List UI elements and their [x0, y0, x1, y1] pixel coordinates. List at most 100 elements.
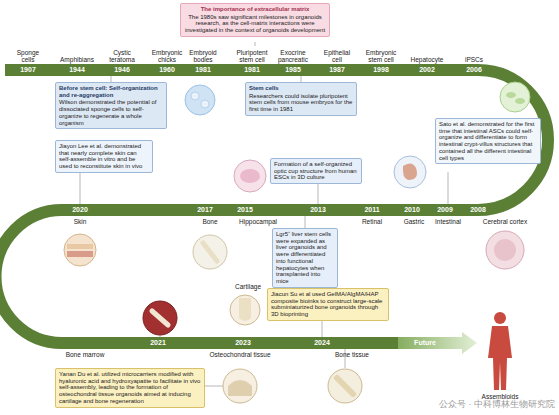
milestone-label: Embryonic chicks — [149, 49, 185, 63]
bone-symbol — [152, 311, 168, 325]
box-heading: Stem cells — [249, 85, 353, 92]
year-label: 2009 — [433, 205, 457, 215]
milestone-label: Retinal — [357, 218, 387, 225]
joint-symbol — [228, 380, 252, 396]
watermark: 公众号 · 中科博林生物研究院 — [385, 400, 555, 410]
year-label: 2023 — [231, 338, 255, 348]
organoid-symbol — [494, 239, 516, 261]
cortex-illustration — [486, 231, 524, 269]
year-label: 2006 — [462, 65, 486, 75]
milestone-label: Hippocampal — [238, 218, 278, 225]
gastric-illustration — [394, 156, 426, 188]
cartilage-illustration — [230, 295, 260, 325]
year-label: 2002 — [415, 65, 439, 75]
stomach-symbol — [403, 163, 417, 180]
skin-layer — [67, 244, 93, 249]
box-text: Sato et al. demonstrated for the first t… — [439, 121, 537, 161]
milestone-label: Bone tissue — [327, 351, 377, 358]
box-text: Researchers could isolate pluripotent st… — [249, 93, 353, 113]
milestone-label: Hepatocyte — [407, 56, 447, 63]
embryoid-illustration — [185, 85, 215, 115]
note-box: Sato et al. demonstrated for the first t… — [435, 118, 541, 164]
milestone-label: Sponge cells — [14, 49, 42, 63]
note-box: The importance of extracellular matrixTh… — [180, 3, 330, 37]
bone-symbol — [239, 298, 251, 321]
box-text: Lgr5⁺ liver stem cells were expanded as … — [276, 231, 334, 285]
year-label: 2008 — [466, 205, 490, 215]
note-box: Yanan Du et al. utilized microcarriers m… — [55, 368, 205, 408]
year-label: 1960 — [155, 65, 179, 75]
year-label: 2011 — [360, 205, 384, 215]
year-label: 2024 — [310, 338, 334, 348]
milestone-label: Cystic teratoma — [105, 49, 139, 63]
year-label: 2010 — [400, 205, 424, 215]
milestone-label: Exocrine pancreatic — [274, 49, 312, 63]
cell-symbol — [201, 100, 209, 108]
note-box: Stem cellsResearchers could isolate plur… — [245, 82, 357, 116]
bone-illustration — [193, 235, 227, 269]
box-text: Jiacun Su et al used GelMA/AlgMA/HAP com… — [271, 291, 385, 318]
milestone-label: Cartilage — [228, 283, 268, 290]
milestone-label: Amphibians — [57, 56, 97, 63]
leader-line — [255, 42, 256, 46]
milestone-label: iPSCs — [459, 56, 489, 63]
year-label: 1946 — [110, 65, 134, 75]
milestone-label: Cerebral cortex — [483, 218, 528, 225]
milestone-label: Bone — [195, 218, 225, 225]
leader-line — [448, 172, 449, 204]
box-text: Formation of a self-organized optic cup … — [274, 161, 358, 181]
note-box: Formation of a self-organized optic cup … — [270, 158, 362, 184]
milestone-label: Pluripotent stem cell — [232, 49, 272, 63]
box-text: The 1980s saw significant milestones in … — [184, 14, 326, 34]
note-box: Lgr5⁺ liver stem cells were expanded as … — [272, 228, 338, 288]
box-heading: Before stem cell: Self-organization and … — [59, 85, 163, 98]
bone-symbol — [337, 378, 353, 394]
skin-illustration — [64, 234, 96, 266]
year-label: 2017 — [193, 205, 217, 215]
milestone-label: Skin — [65, 218, 95, 225]
year-label: 2015 — [233, 205, 257, 215]
year-label: 1944 — [65, 65, 89, 75]
cell-symbol — [506, 92, 516, 98]
box-text: Wilson demonstrated the potential of dis… — [59, 99, 163, 126]
bone-symbol — [203, 243, 217, 261]
future-arrow — [398, 332, 477, 354]
leader-line — [203, 386, 223, 387]
milestone-label: Embryoid bodies — [186, 49, 220, 63]
milestone-label: Gastric — [399, 218, 429, 225]
brain-symbol — [240, 169, 260, 183]
year-label: 1981 — [191, 65, 215, 75]
year-label: 1998 — [369, 65, 393, 75]
year-label: Future — [410, 338, 440, 348]
milestone-label: Osteochondral tissue — [205, 351, 275, 358]
leader-line — [318, 182, 319, 204]
milestone-label: Epithelial cell — [320, 49, 354, 63]
leader-line — [322, 320, 323, 337]
year-label: 1987 — [325, 65, 349, 75]
year-label: 1907 — [16, 65, 40, 75]
milestone-label: Embryonic stem cell — [361, 49, 401, 63]
human-head — [494, 312, 506, 324]
note-box: Jiacun Su et al used GelMA/AlgMA/HAP com… — [267, 288, 389, 321]
year-label: 2013 — [306, 205, 330, 215]
marrow-illustration — [143, 301, 177, 335]
timeline-band — [0, 70, 548, 343]
note-box: Jiayon Lee et al. demonstrated that near… — [55, 140, 153, 173]
box-heading: The importance of extracellular matrix — [184, 6, 326, 13]
year-label: 1981 — [240, 65, 264, 75]
skin-layer — [67, 251, 93, 257]
box-text: Jiayon Lee et al. demonstrated that near… — [59, 143, 149, 170]
note-box: Before stem cell: Self-organization and … — [55, 82, 167, 129]
year-label: 2020 — [68, 205, 92, 215]
leader-line — [80, 172, 81, 204]
ipsc-illustration — [500, 82, 530, 112]
year-label: 1985 — [281, 65, 305, 75]
leader-line — [305, 216, 306, 228]
bone-tissue-illustration — [328, 369, 362, 403]
box-text: Yanan Du et al. utilized microcarriers m… — [59, 371, 201, 405]
cell-symbol — [515, 98, 525, 104]
milestone-label: Bone marrow — [60, 351, 110, 358]
year-label: 2021 — [146, 338, 170, 348]
cell-symbol — [191, 92, 199, 100]
